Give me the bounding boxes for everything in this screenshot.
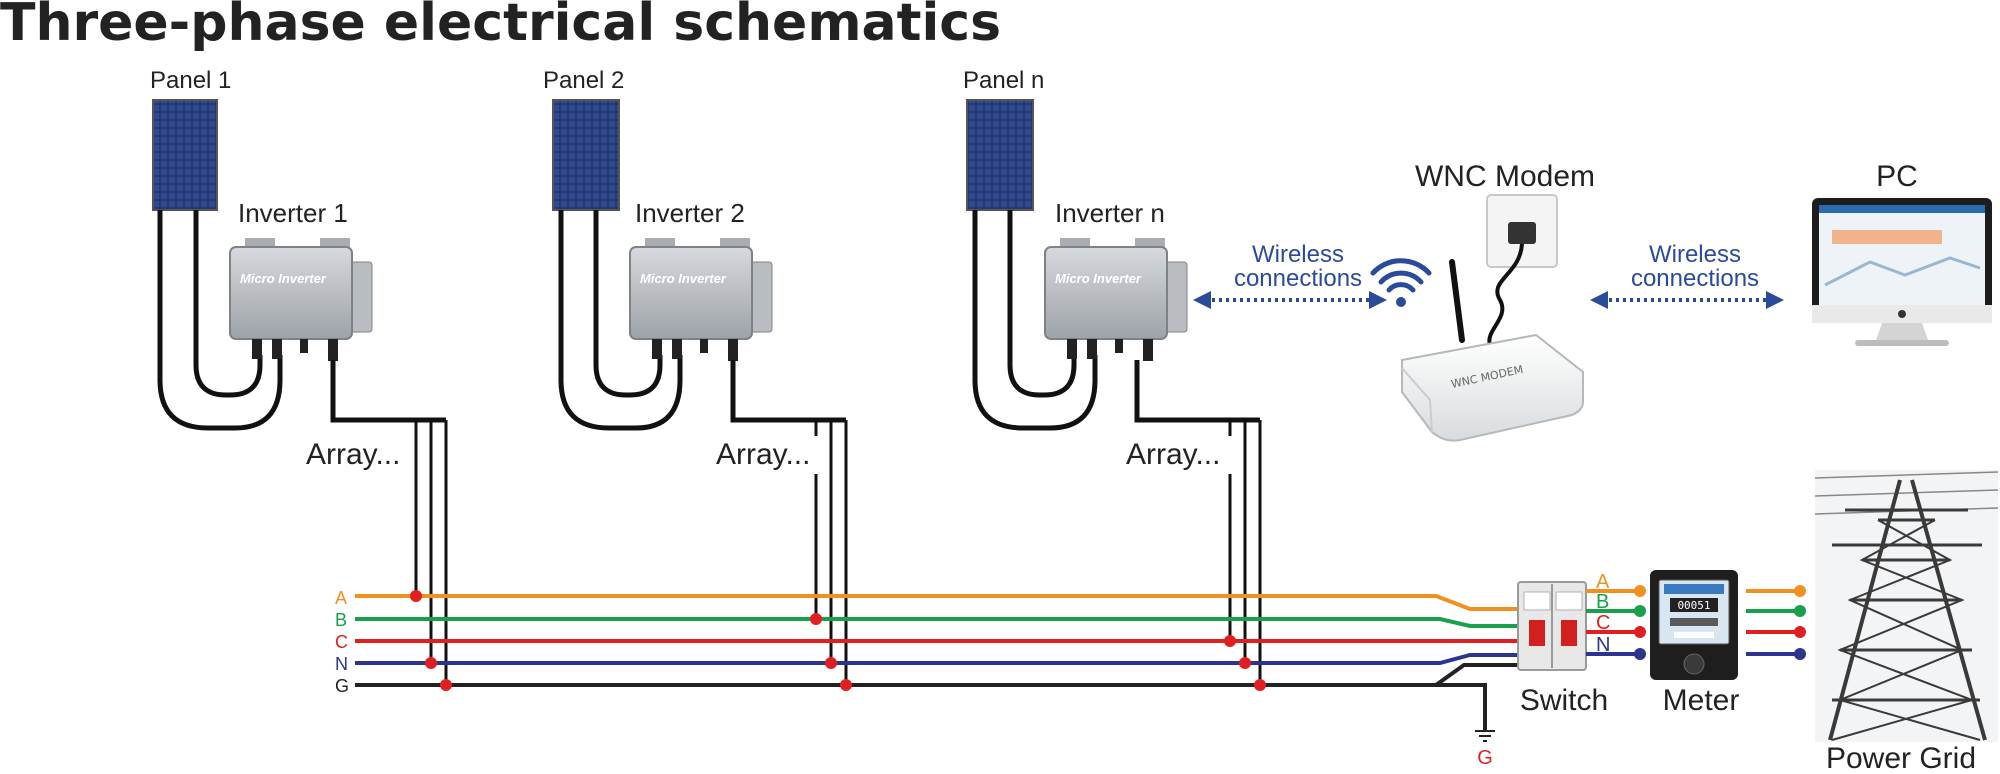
diagram-title: Three-phase electrical schematics xyxy=(0,0,1001,53)
solar-panel-1 xyxy=(152,99,218,211)
power-grid-tower xyxy=(1814,470,1999,742)
junction-dot xyxy=(840,679,852,691)
junction-dot xyxy=(810,613,822,625)
inverter-n-drop-wires xyxy=(1228,420,1262,685)
panel-n-cable-outer xyxy=(972,210,1098,431)
panel-n-label: Panel n xyxy=(963,67,1044,94)
junction-dot xyxy=(1224,635,1236,647)
inverter-1-device-text: Micro Inverter xyxy=(240,271,327,286)
socket-plug xyxy=(1508,222,1536,244)
modem-antenna xyxy=(1449,259,1465,343)
array-n-label-bg xyxy=(1120,436,1232,474)
wire-label-c: C xyxy=(1596,612,1610,634)
array-1-label-bg xyxy=(300,436,412,474)
modem-body xyxy=(1401,333,1584,442)
bus-line-g xyxy=(355,663,1520,687)
ground-symbol xyxy=(1475,730,1495,742)
junction-dot xyxy=(410,590,422,602)
inverter-n-ac-cable xyxy=(1134,360,1260,423)
junction-dot xyxy=(425,657,437,669)
meter-label: Meter xyxy=(1663,684,1740,717)
wireless-label-2-line1: Wireless xyxy=(1649,241,1741,268)
junction-dots xyxy=(410,590,1266,691)
junction-dot xyxy=(440,679,452,691)
inverter-2-device-text: Micro Inverter xyxy=(640,271,727,286)
pc-monitor: PC xyxy=(1812,160,1992,346)
wire-label-n: N xyxy=(1596,634,1610,656)
bus-label-b: B xyxy=(335,610,347,630)
arrowhead-right-1 xyxy=(1369,291,1387,309)
solar-panel-n xyxy=(966,99,1034,211)
monitor-stand xyxy=(1876,323,1928,340)
switch-meter-wires: A B C N xyxy=(1586,571,1646,660)
wireless-link-modem-pc: Wireless connections xyxy=(1590,241,1784,309)
inverter-2-label: Inverter 2 xyxy=(635,198,745,228)
modem-power-cable xyxy=(1487,243,1524,346)
inverter-1-drop-wires xyxy=(414,420,448,685)
bus-label-c: C xyxy=(335,632,348,652)
panel-1-label: Panel 1 xyxy=(150,67,231,94)
inverter-n-label: Inverter n xyxy=(1055,198,1165,228)
wifi-icon xyxy=(1370,258,1432,307)
junction-dot xyxy=(825,657,837,669)
monitor-screen xyxy=(1819,205,1985,305)
meter-display: 00051 xyxy=(1677,599,1710,612)
bus-lines: A B C N G G xyxy=(335,588,1520,769)
solar-panel-2 xyxy=(552,99,620,211)
arrowhead-right-2 xyxy=(1766,291,1784,309)
bus-line-n xyxy=(355,653,1520,665)
inverter-2-ac-cable xyxy=(730,360,846,423)
arrowhead-left-2 xyxy=(1590,291,1608,309)
modem-label: WNC Modem xyxy=(1415,160,1595,193)
bus-label-a: A xyxy=(335,588,347,608)
inverter-1-label: Inverter 1 xyxy=(238,198,348,228)
inverter-1-ac-cable xyxy=(330,360,446,423)
power-grid-label: Power Grid xyxy=(1826,742,1976,774)
bus-line-a xyxy=(355,594,1520,611)
micro-inverter-2: Micro Inverter xyxy=(629,238,773,361)
junction-dot xyxy=(1239,657,1251,669)
bus-label-n: N xyxy=(335,654,348,674)
array-2-label: Array... xyxy=(716,438,810,471)
arrowhead-left-1 xyxy=(1193,291,1211,309)
inverter-n-device-text: Micro Inverter xyxy=(1055,271,1142,286)
panel-2-cable-outer xyxy=(558,210,683,431)
panel-1-cable-inner xyxy=(193,210,263,398)
array-2-label-bg xyxy=(710,436,822,474)
bus-label-g: G xyxy=(335,676,349,696)
pc-label: PC xyxy=(1876,160,1918,193)
electric-meter: 00051 Meter xyxy=(1650,570,1739,717)
panel-1-cable-outer xyxy=(157,210,283,431)
wireless-link-inverter-modem: Wireless connections xyxy=(1193,241,1387,309)
solar-unit-1: Panel 1 Inverter 1 Micro Inverter Array.… xyxy=(150,67,448,685)
solar-unit-2: Panel 2 Inverter 2 Micro Inverter Array.… xyxy=(543,67,848,685)
micro-inverter-n: Micro Inverter xyxy=(1044,238,1188,361)
panel-n-cable-inner xyxy=(1007,210,1077,398)
circuit-breaker-switch: Switch xyxy=(1517,581,1608,717)
array-n-label: Array... xyxy=(1126,438,1220,471)
ground-wire xyxy=(1436,683,1487,730)
micro-inverter-1: Micro Inverter xyxy=(229,238,373,361)
wire-label-a: A xyxy=(1596,571,1610,593)
junction-dot xyxy=(1254,679,1266,691)
wire-label-b: B xyxy=(1596,591,1609,613)
meter-grid-wires xyxy=(1746,585,1806,660)
wireless-label-2-line2: connections xyxy=(1631,265,1759,292)
switch-label: Switch xyxy=(1520,684,1608,717)
solar-unit-n: Panel n Inverter n Micro Inverter Array.… xyxy=(963,67,1262,685)
wireless-label-1-line1: Wireless xyxy=(1252,241,1344,268)
array-1-label: Array... xyxy=(306,438,400,471)
panel-2-label: Panel 2 xyxy=(543,67,624,94)
bus-line-b xyxy=(355,617,1520,628)
ground-label: G xyxy=(1477,747,1493,769)
panel-2-cable-inner xyxy=(593,210,663,398)
wnc-modem: WNC Modem WNC MODEM xyxy=(1401,160,1595,442)
wireless-label-1-line2: connections xyxy=(1234,265,1362,292)
